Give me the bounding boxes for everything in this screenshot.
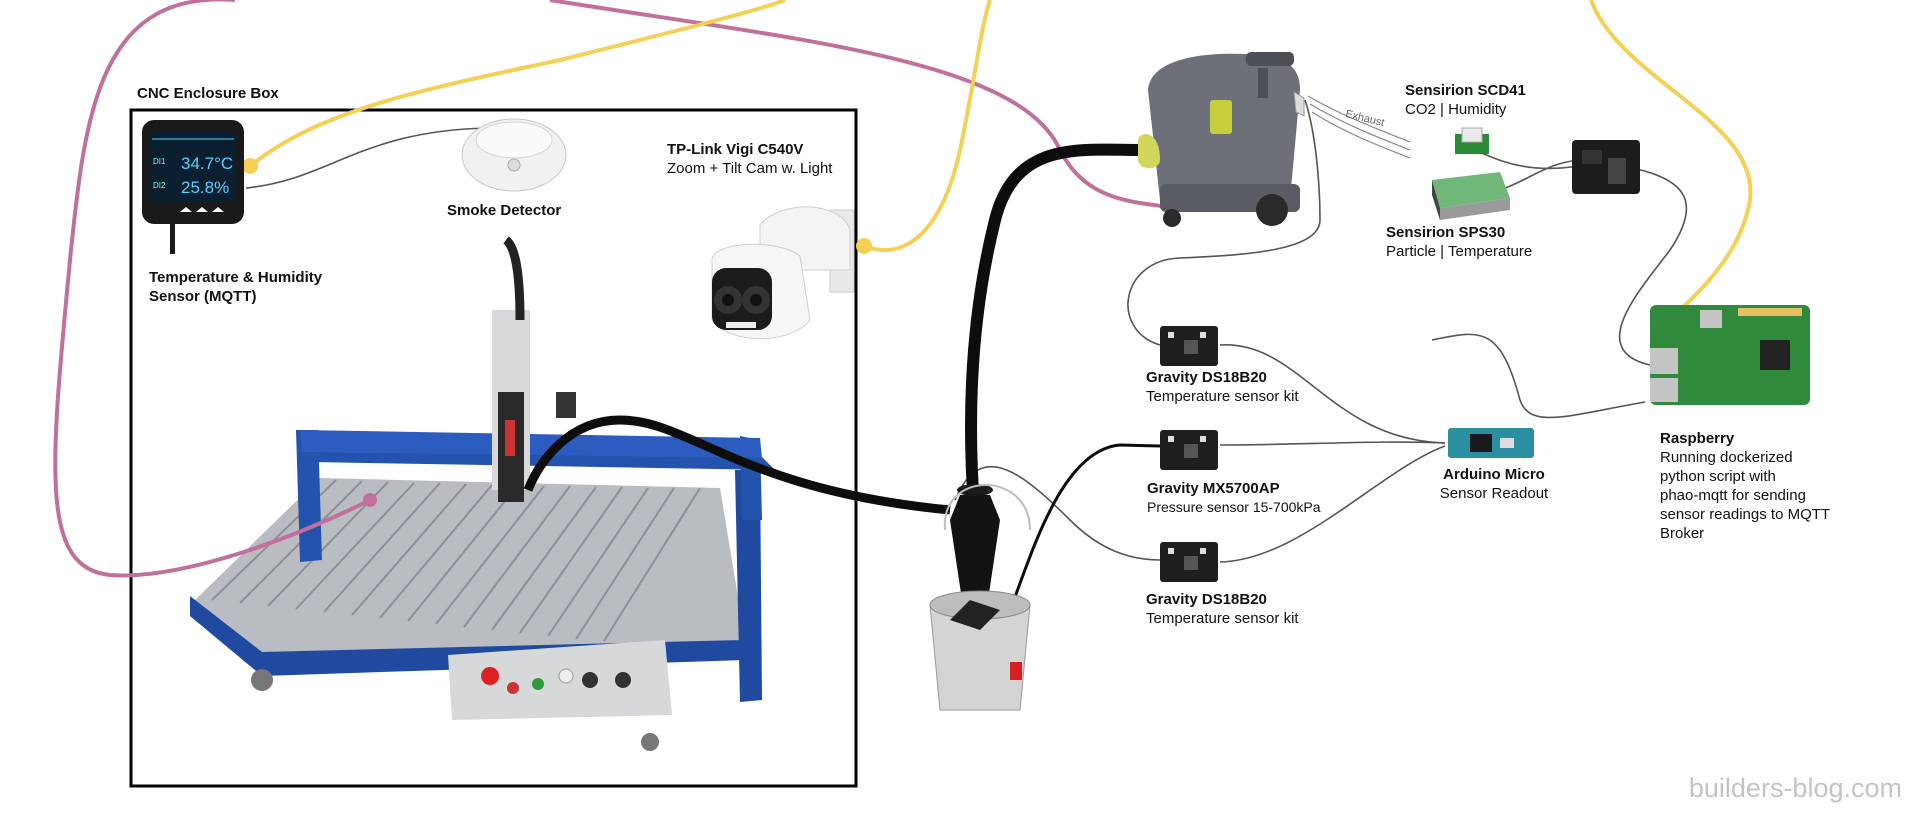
arduino-label: Arduino Micro Sensor Readout — [1439, 466, 1549, 502]
spindle-hose — [523, 415, 951, 515]
ds18b20-top-label: Gravity DS18B20 Temperature sensor kit — [1146, 369, 1299, 405]
cyclone-separator — [929, 484, 1031, 711]
watermark: builders-blog.com — [1688, 773, 1902, 803]
display-humidity: 25.8% — [181, 178, 229, 197]
temp-humidity-label: Temperature & Humidity Sensor (MQTT) — [149, 269, 323, 305]
sps30-label: Sensirion SPS30 Particle | Temperature — [1386, 224, 1533, 260]
scd41-label: Sensirion SCD41 CO2 | Humidity — [1405, 82, 1526, 118]
display-channel-2: DI2 — [153, 181, 166, 190]
vacuum-hose — [965, 143, 1141, 521]
arduino-micro-board — [1448, 428, 1534, 458]
ds18b20-bottom-module — [1160, 542, 1218, 582]
vacuum-cleaner — [1138, 52, 1305, 227]
yellow-connector-sensor — [242, 158, 258, 174]
mx5700ap-module — [1160, 430, 1218, 470]
yellow-connector-camera — [856, 238, 872, 254]
cnc-machine — [190, 236, 775, 751]
camera-label: TP-Link Vigi C540V Zoom + Tilt Cam w. Li… — [667, 141, 833, 177]
exhaust-lines — [1307, 95, 1411, 159]
raspberry-label: Raspberry Running dockerized python scri… — [1660, 430, 1831, 542]
seeed-xiao-board — [1572, 140, 1640, 194]
sps30-module — [1432, 172, 1510, 220]
display-channel-1: DI1 — [153, 157, 166, 166]
yellow-cable — [248, 0, 1753, 329]
ds18b20-top-module — [1160, 326, 1218, 366]
enclosure-title: CNC Enclosure Box — [137, 85, 279, 102]
ds18b20-bottom-label: Gravity DS18B20 Temperature sensor kit — [1146, 591, 1299, 627]
ptz-camera — [711, 206, 855, 340]
scd41-module — [1455, 127, 1489, 154]
pressure-tube — [1008, 443, 1161, 611]
smoke-detector — [461, 118, 567, 192]
enclosure-box — [129, 108, 858, 788]
temp-humidity-display: DI1 DI2 34.7°C 25.8% — [142, 120, 244, 254]
display-temperature: 34.7°C — [181, 154, 233, 173]
mx5700ap-label: Gravity MX5700AP Pressure sensor 15-700k… — [1147, 480, 1321, 515]
smoke-detector-label: Smoke Detector — [447, 202, 562, 219]
raspberry-pi-board — [1650, 305, 1810, 405]
pink-connector-cnc — [363, 493, 377, 507]
